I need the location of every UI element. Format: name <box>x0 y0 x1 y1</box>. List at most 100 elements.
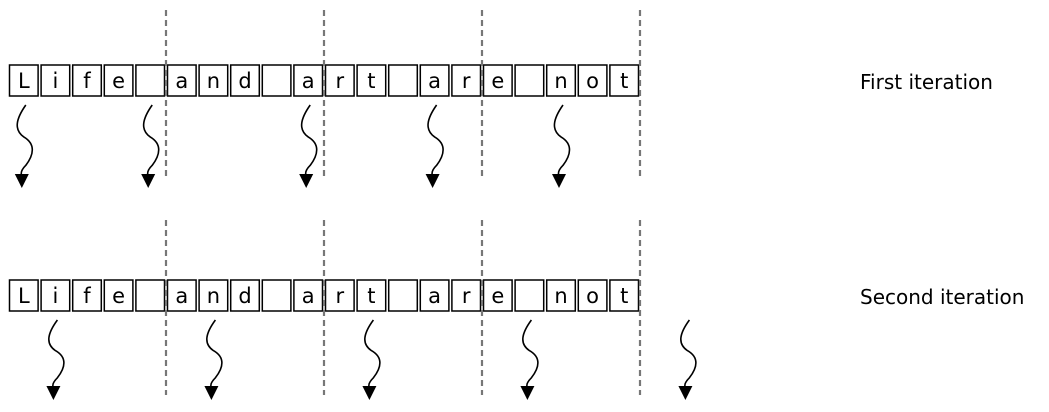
char-cell: e <box>103 279 134 312</box>
char-cell-box <box>229 279 261 312</box>
squiggly-arrow <box>46 319 65 400</box>
char-cell-letter: n <box>554 284 567 308</box>
char-cell-box <box>8 279 39 312</box>
char-cell-letter: t <box>367 284 375 308</box>
squiggly-arrow <box>299 104 318 188</box>
arrow-down-icon <box>552 174 566 188</box>
char-cell <box>261 64 292 97</box>
char-cell-letter: L <box>18 69 30 93</box>
char-cell: t <box>609 64 640 97</box>
char-cell-box <box>482 64 513 97</box>
char-cell: e <box>103 64 134 97</box>
char-cell-letter: f <box>83 69 91 93</box>
char-cell <box>261 279 292 312</box>
char-cell: a <box>419 64 450 97</box>
char-cell-box <box>40 279 71 312</box>
char-cell: n <box>545 279 577 312</box>
char-cell: e <box>482 64 513 97</box>
char-cell-box <box>261 279 292 312</box>
squiggly-arrow <box>425 104 444 188</box>
char-cell-box <box>451 64 482 97</box>
char-cell: a <box>293 64 324 97</box>
char-cell-box <box>166 64 197 97</box>
squiggly-arrow-line <box>206 319 223 389</box>
squiggly-arrow-line <box>364 319 381 389</box>
char-cell-box <box>609 64 640 97</box>
char-cell-box <box>577 279 608 312</box>
char-cell: i <box>40 64 71 97</box>
squiggly-arrow <box>362 319 381 400</box>
squiggly-arrow <box>204 319 223 400</box>
char-cell: f <box>71 279 103 312</box>
arrow-down-icon <box>204 386 219 400</box>
squiggly-arrow <box>14 104 34 188</box>
char-cell-letter: a <box>302 284 315 308</box>
iteration-label: First iteration <box>860 70 993 94</box>
arrow-down-icon <box>14 174 29 188</box>
squiggly-arrow <box>520 319 539 400</box>
char-cell: n <box>545 64 577 97</box>
char-cell-letter: n <box>207 284 220 308</box>
char-cell-box <box>356 64 387 97</box>
char-cell <box>135 64 166 97</box>
char-cell-letter: i <box>52 284 58 308</box>
char-cell-letter: d <box>238 284 251 308</box>
char-cell <box>514 64 545 97</box>
squiggly-arrow-line <box>680 319 697 389</box>
char-cell-letter: L <box>18 284 30 308</box>
char-cell-letter: e <box>491 69 504 93</box>
char-cell-letter: n <box>554 69 567 93</box>
arrow-down-icon <box>425 174 440 188</box>
char-cell-box <box>293 64 324 97</box>
char-cell-box <box>71 64 103 97</box>
char-cell-box <box>387 64 419 97</box>
char-cell-letter: a <box>175 69 188 93</box>
char-cell <box>387 64 419 97</box>
arrow-down-icon <box>46 386 61 400</box>
char-cell-letter: a <box>302 69 315 93</box>
char-cell-box <box>419 279 450 312</box>
char-cell-letter: o <box>586 284 599 308</box>
arrow-down-icon <box>141 174 156 188</box>
char-cell-box <box>609 279 640 312</box>
char-cell-letter: o <box>586 69 599 93</box>
squiggly-arrow-line <box>48 319 65 389</box>
char-cell-letter: e <box>112 69 125 93</box>
char-cell-letter: a <box>428 69 441 93</box>
char-cell: f <box>71 64 103 97</box>
char-cell: n <box>198 64 229 97</box>
char-cell-box <box>545 64 577 97</box>
char-cell <box>135 279 166 312</box>
char-cell: n <box>198 279 229 312</box>
char-cell-box <box>198 279 229 312</box>
arrow-down-icon <box>299 174 314 188</box>
char-cell-box <box>324 279 355 312</box>
char-cell-box <box>482 279 513 312</box>
squiggly-arrow <box>552 104 571 188</box>
arrow-down-icon <box>678 386 693 400</box>
char-cell: i <box>40 279 71 312</box>
char-cell-box <box>356 279 387 312</box>
char-cell <box>514 279 545 312</box>
char-cell-box <box>40 64 71 97</box>
squiggly-arrow-line <box>427 104 444 177</box>
char-cell-letter: n <box>207 69 220 93</box>
char-cell-box <box>577 64 608 97</box>
char-cell: d <box>229 64 261 97</box>
char-cell-box <box>324 64 355 97</box>
char-cell-letter: a <box>428 284 441 308</box>
char-cell: o <box>577 279 608 312</box>
char-cell-letter: r <box>462 69 471 93</box>
squiggly-arrow-line <box>142 104 160 177</box>
arrow-down-icon <box>362 386 377 400</box>
squiggly-arrow <box>678 319 697 400</box>
squiggly-arrow-line <box>553 104 571 177</box>
char-cell: r <box>324 64 355 97</box>
squiggly-arrow-line <box>522 319 539 389</box>
char-cell-box <box>545 279 577 312</box>
char-cell-box <box>514 64 545 97</box>
iteration-label: Second iteration <box>860 285 1024 309</box>
char-cell: a <box>166 64 197 97</box>
